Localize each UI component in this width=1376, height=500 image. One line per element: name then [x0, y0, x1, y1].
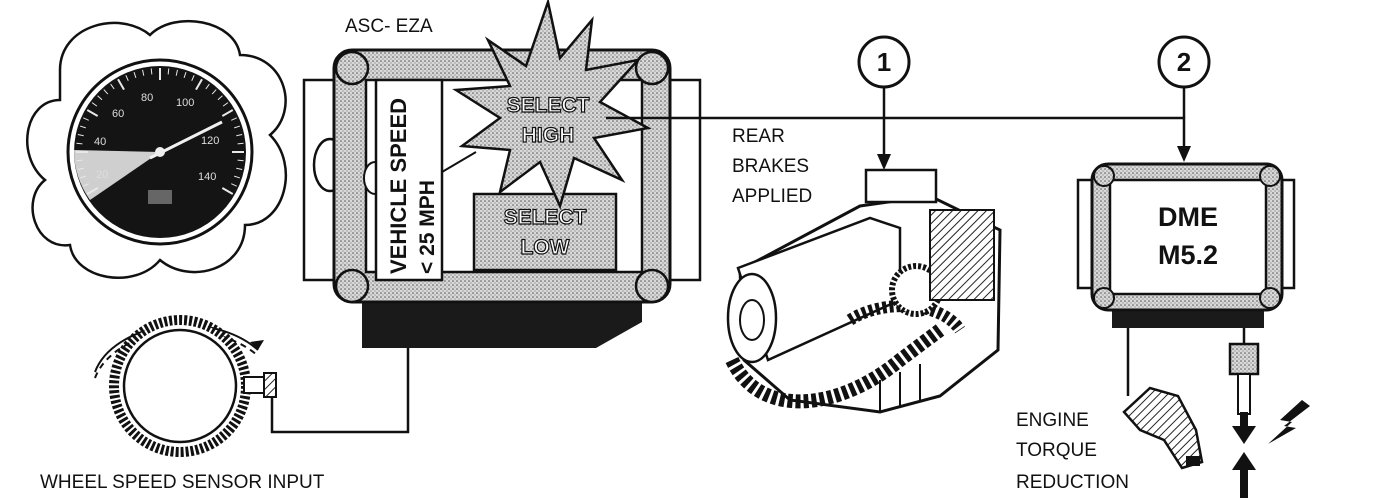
- speedometer-label: 60: [112, 108, 124, 120]
- speedometer-tick: [205, 83, 210, 90]
- speedometer-tick: [86, 187, 99, 195]
- dme-module: DME M5.2: [1076, 162, 1296, 328]
- marker-2-label: 2: [1177, 47, 1191, 77]
- vehicle-speed-panel: [374, 78, 444, 282]
- select-low-line-2: LOW: [521, 236, 570, 259]
- speedometer-tick: [110, 83, 115, 90]
- speedometer-tick: [237, 159, 244, 162]
- select-high-burst: [452, 0, 652, 210]
- speedometer-tick: [221, 109, 234, 117]
- speedometer-tick: [234, 175, 241, 179]
- speedometer-label: 80: [141, 92, 153, 104]
- speedometer-tick: [231, 117, 237, 121]
- vehicle-speed-label: VEHICLE SPEED: [386, 98, 411, 274]
- speedometer: 20 40 60 80 100 120 140: [26, 20, 288, 279]
- dme-line-1: DME: [1158, 202, 1218, 232]
- select-low-line-1: SELECT: [504, 206, 587, 229]
- engine-label-1: ENGINE: [1016, 410, 1089, 431]
- speedometer-label: 100: [176, 97, 194, 109]
- speedometer-tick: [77, 167, 84, 170]
- engine-label-2: TORQUE: [1016, 440, 1097, 461]
- speedometer-tick: [79, 175, 86, 179]
- speedometer-label: 20: [96, 169, 108, 181]
- speedometer-tick: [76, 142, 83, 145]
- speedometer-tick: [76, 159, 83, 162]
- speedometer-tick: [125, 75, 129, 81]
- speed-threshold-label: < 25 MPH: [416, 180, 439, 274]
- wheel-speed-sensor-label: WHEEL SPEED SENSOR INPUT: [40, 472, 325, 493]
- speedometer-tick: [236, 167, 243, 170]
- marker-1: 1: [857, 35, 911, 118]
- speedometer-tick: [150, 68, 153, 75]
- speedometer-tick: [237, 142, 244, 145]
- speedometer-tick: [211, 89, 217, 95]
- asc-eza-module: ASC- EZA VEHICLE SPEED < 25 MPH SELECT L…: [302, 0, 702, 348]
- speedometer-ticks: [76, 68, 244, 195]
- speedometer-tick: [191, 75, 195, 81]
- speedometer-tick: [79, 125, 86, 129]
- sensor-signal-line: [270, 290, 410, 434]
- speedometer-tick: [231, 183, 237, 187]
- speedometer-tick: [195, 78, 203, 91]
- speedometer-tick: [86, 109, 99, 117]
- select-high-line-2: HIGH: [522, 124, 575, 147]
- speedometer-tick: [142, 69, 145, 76]
- speedometer-label: 140: [198, 171, 216, 183]
- speedometer-tick: [117, 78, 125, 91]
- speedometer-tick: [183, 71, 187, 78]
- wheel-speed-sensor: WHEEL SPEED SENSOR INPUT: [40, 315, 325, 493]
- rear-brakes-label-2: BRAKES: [732, 156, 809, 177]
- engine-label-3: REDUCTION: [1016, 472, 1129, 493]
- speedometer-tick: [234, 125, 241, 129]
- select-low-box: [472, 192, 618, 272]
- speedometer-tick: [103, 89, 109, 95]
- asc-eza-title: ASC- EZA: [345, 16, 433, 37]
- speedometer-tick: [97, 95, 103, 101]
- rear-brakes-label-1: REAR: [732, 126, 785, 147]
- speedometer-tick: [83, 117, 89, 121]
- fuel-injector: [1122, 386, 1204, 470]
- rear-brakes-label-3: APPLIED: [732, 186, 812, 207]
- speedometer-tick: [83, 183, 89, 187]
- speedometer-label: 40: [94, 136, 106, 148]
- speedometer-tick: [222, 102, 229, 107]
- speedometer-label: 120: [201, 135, 219, 147]
- rear-brakes: REAR BRAKES APPLIED: [725, 126, 1002, 414]
- speedometer-tick: [236, 134, 243, 137]
- speedometer-tick: [77, 134, 84, 137]
- spark-icon: [1268, 400, 1310, 444]
- dme-line-2: M5.2: [1158, 240, 1218, 270]
- speedometer-tick: [167, 68, 170, 75]
- up-arrow: [1232, 452, 1256, 470]
- speedometer-tick: [175, 69, 178, 76]
- down-arrow: [1232, 426, 1256, 444]
- tone-wheel-inner: [122, 328, 238, 444]
- speedometer-tick: [221, 187, 234, 195]
- speedometer-tick: [217, 95, 223, 101]
- ignition-coil: [1228, 342, 1310, 498]
- speedometer-tick: [91, 102, 98, 107]
- select-high-line-1: SELECT: [507, 94, 590, 117]
- sensor-body: [243, 376, 265, 394]
- speedometer-tick: [133, 71, 137, 78]
- marker-2: 2: [1157, 35, 1211, 118]
- marker-1-label: 1: [877, 47, 891, 77]
